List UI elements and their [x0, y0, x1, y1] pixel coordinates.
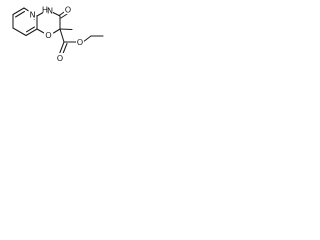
bond-c4-c5-inner: [25, 26, 36, 33]
bond-c2-oring: [52, 28, 61, 34]
bond-c1-c2: [12, 7, 25, 16]
bond-co-double-2: [60, 13, 68, 19]
atom-n-pyridine: N: [29, 10, 35, 20]
bond-c2-ester-c: [59, 28, 65, 43]
bond-c5-c6: [12, 27, 27, 37]
atom-nh: N: [47, 6, 53, 16]
atom-labels: N H N O O O O: [28, 5, 84, 63]
bond-ester-c-o-double-1: [58, 41, 65, 56]
bond-c3-nh: [36, 11, 45, 17]
atom-o-ester-carbonyl: O: [57, 53, 63, 63]
atom-o-carbonyl: O: [65, 5, 71, 15]
bond-lines: [12, 7, 104, 57]
atom-o-ring: O: [45, 30, 51, 40]
bond-oring-c4: [36, 28, 45, 34]
bond-c1-c2-inner: [14, 10, 26, 18]
atom-h: H: [42, 5, 48, 15]
chemical-structure: N H N O O O O: [12, 5, 104, 63]
bond-c4-c5: [25, 28, 38, 37]
atom-o-ester: O: [77, 37, 83, 47]
bond-methyl: [59, 28, 73, 31]
bond-o-ch2: [82, 35, 92, 43]
